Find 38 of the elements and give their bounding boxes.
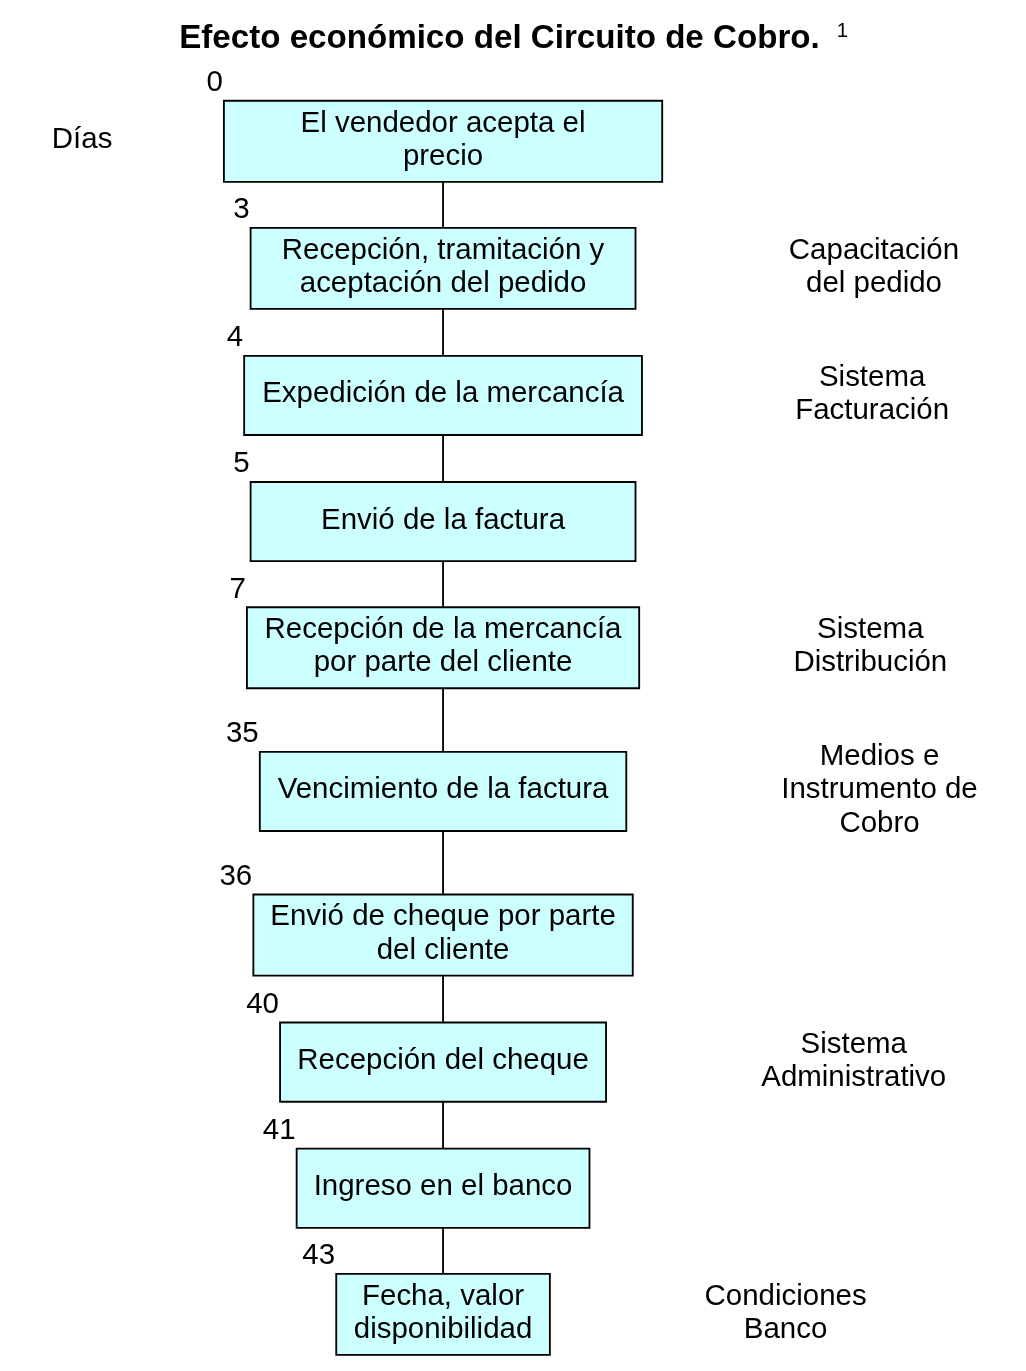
connector <box>441 181 444 229</box>
node-label: 35 <box>225 715 259 749</box>
label: Sistema Distribución <box>792 611 947 678</box>
connector <box>441 1101 444 1149</box>
connector <box>441 687 444 753</box>
node-box: Expedición de la mercancía <box>242 354 643 436</box>
label: 1 <box>836 19 848 42</box>
connector <box>441 308 444 357</box>
connector <box>441 830 444 896</box>
node-box: Envió de la factura <box>249 481 636 563</box>
node-box: El vendedor acepta el precio <box>222 99 663 183</box>
node-label: 7 <box>229 570 246 604</box>
node-label: 40 <box>245 985 279 1019</box>
node-box: Recepción de la mercancía por parte del cliente <box>245 606 640 690</box>
node-box: Ingreso en el banco <box>295 1147 590 1229</box>
node-label: 4 <box>226 319 243 353</box>
diagram-title: Efecto económico del Circuito de Cobro. <box>178 18 820 56</box>
node-label: 3 <box>232 191 250 225</box>
node-label: 36 <box>218 857 252 891</box>
label: Capacitación del pedido <box>788 231 959 298</box>
node-label: 0 <box>206 64 223 98</box>
node-box: Fecha, valor disponibilidad <box>334 1273 551 1356</box>
connector <box>441 1227 444 1275</box>
label: Medios e Instrumento de Cobro <box>780 738 978 838</box>
label: Días <box>51 121 112 155</box>
connector <box>441 560 444 608</box>
node-box: Recepción del cheque <box>278 1021 607 1103</box>
connector <box>441 434 444 483</box>
node-label: 41 <box>262 1112 296 1146</box>
label: Sistema Administrativo <box>760 1025 946 1092</box>
label: Sistema Facturación <box>794 358 949 426</box>
connector <box>441 975 444 1023</box>
node-box: Recepción, tramitación y aceptación del pedido <box>249 226 636 310</box>
node-label: 5 <box>232 445 250 479</box>
node-box: Vencimiento de la factura <box>258 750 627 832</box>
label: Condiciones Banco <box>704 1277 867 1344</box>
node-box: Envió de cheque por parte del cliente <box>251 893 634 977</box>
node-label: 43 <box>301 1237 335 1271</box>
